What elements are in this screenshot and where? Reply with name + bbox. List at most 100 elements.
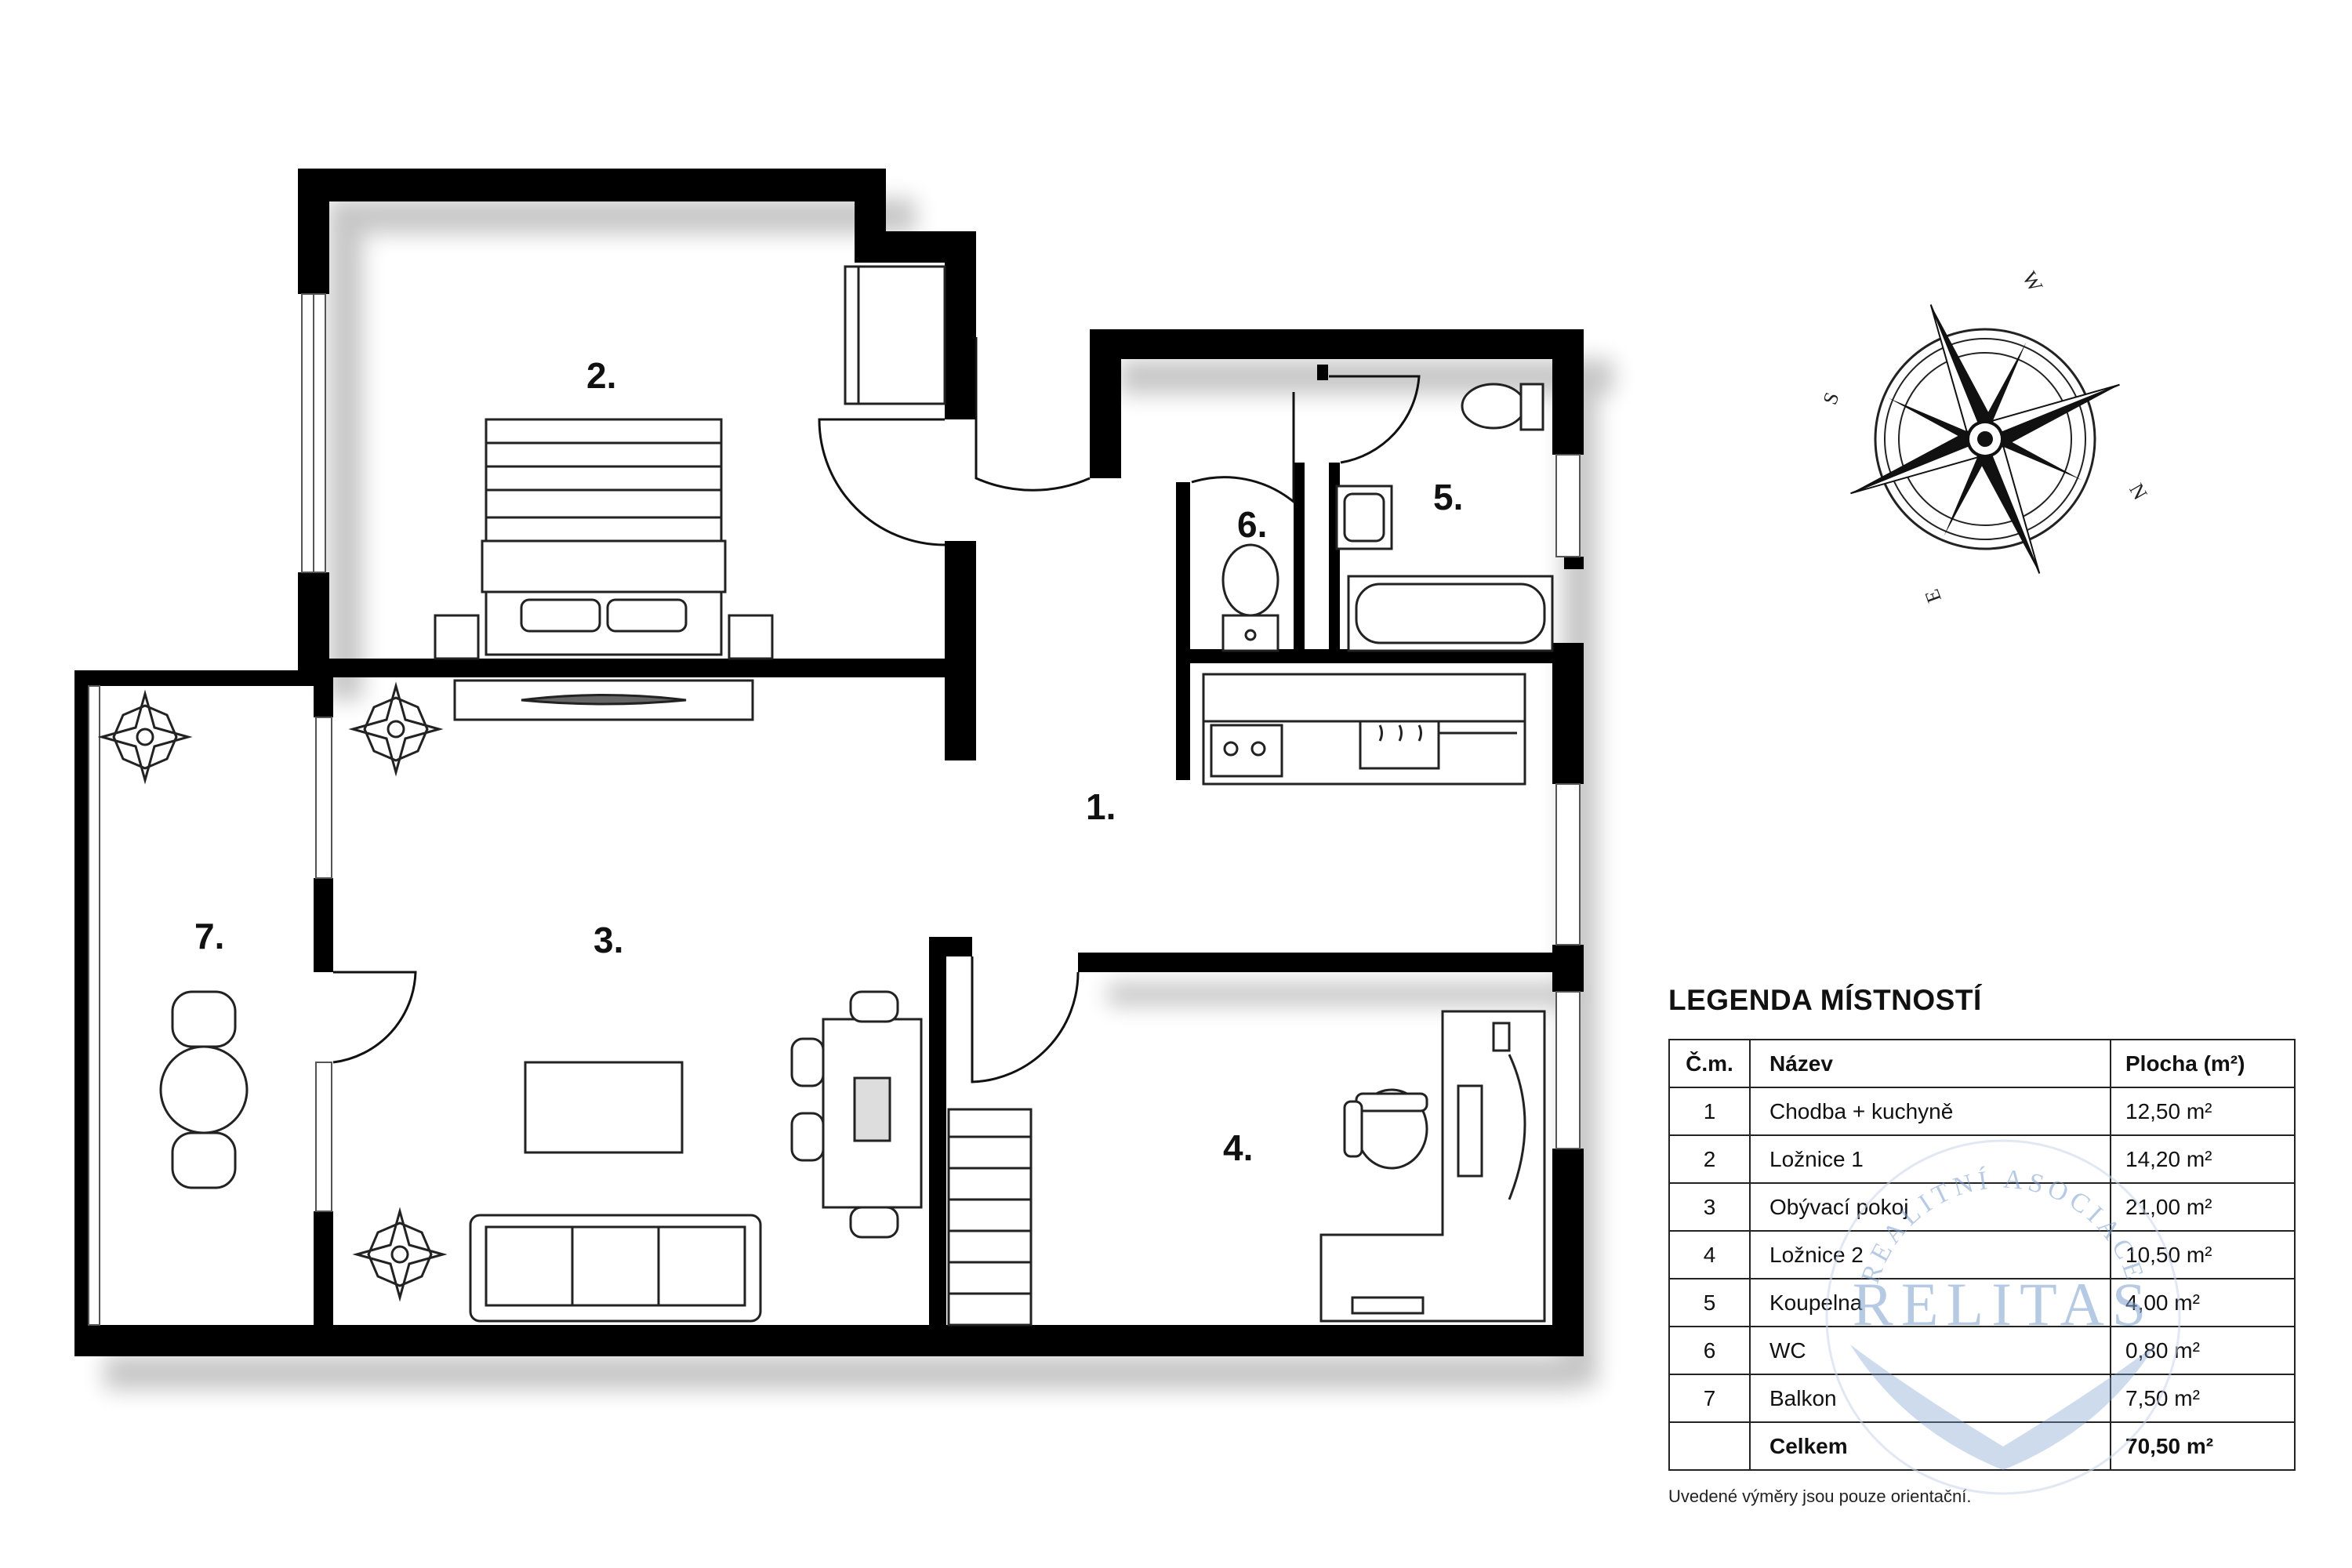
compass-letter-n: N bbox=[2125, 480, 2152, 504]
wall bbox=[1552, 1149, 1584, 1348]
row-area: 10,50 m² bbox=[2110, 1230, 2296, 1279]
nightstand bbox=[728, 614, 774, 660]
window bbox=[315, 717, 332, 879]
wall bbox=[945, 541, 976, 760]
wall bbox=[1190, 649, 1552, 663]
row-name: Chodba + kuchyně bbox=[1749, 1087, 2111, 1136]
wall bbox=[929, 937, 946, 1333]
wall bbox=[1564, 557, 1584, 569]
wall bbox=[945, 231, 976, 419]
header-name: Název bbox=[1749, 1039, 2111, 1088]
room-legend: LEGENDA MÍSTNOSTÍ Č.m. Název Plocha (m²)… bbox=[1668, 984, 2296, 1507]
window bbox=[1555, 783, 1581, 946]
tv-unit bbox=[453, 679, 754, 721]
window bbox=[88, 685, 100, 1326]
row-name: Ložnice 1 bbox=[1749, 1134, 2111, 1184]
wall bbox=[298, 169, 886, 201]
row-num: 4 bbox=[1668, 1230, 1751, 1279]
watermark-brand: RELITAS bbox=[1853, 1270, 2154, 1338]
door-bedroom2 bbox=[971, 956, 1080, 1083]
kitchen-counter bbox=[1202, 673, 1526, 786]
room-label-2: 2. bbox=[586, 355, 616, 396]
table-row: 7 Balkon 7,50 m² bbox=[1668, 1374, 2296, 1423]
room-label-6: 6. bbox=[1237, 504, 1267, 545]
wall bbox=[1090, 329, 1584, 359]
legend-title: LEGENDA MÍSTNOSTÍ bbox=[1668, 984, 1982, 1016]
legend-header-row: Č.m. Název Plocha (m²) bbox=[1668, 1039, 2296, 1088]
door-wc bbox=[1191, 392, 1295, 505]
windows bbox=[88, 293, 1581, 1326]
row-area: 0,80 m² bbox=[2110, 1326, 2296, 1375]
window bbox=[1555, 454, 1581, 557]
total-num bbox=[1668, 1421, 1751, 1471]
row-name: Ložnice 2 bbox=[1749, 1230, 2111, 1279]
watermark-arc-text: REALITNÍ ASOCIACE bbox=[1856, 1164, 2146, 1287]
plant bbox=[348, 681, 444, 777]
balcony-furniture bbox=[159, 990, 249, 1189]
door-bedroom1 bbox=[818, 418, 946, 546]
room-label-3: 3. bbox=[593, 920, 623, 960]
table-row: 1 Chodba + kuchyně 12,50 m² bbox=[1668, 1087, 2296, 1136]
compass-letter-w: W bbox=[2018, 267, 2048, 296]
table-row: 6 WC 0,80 m² bbox=[1668, 1326, 2296, 1375]
washbasin bbox=[1335, 485, 1393, 550]
row-num: 3 bbox=[1668, 1182, 1751, 1232]
bed-double bbox=[481, 418, 727, 656]
wall bbox=[74, 670, 89, 1356]
legend-table: Č.m. Název Plocha (m²) 1 Chodba + kuchyn… bbox=[1668, 1039, 2296, 1471]
room-labels: 1. 2. 3. 4. 5. 6. 7. bbox=[194, 355, 1463, 1168]
wall bbox=[1552, 643, 1584, 784]
compass-letter-e: E bbox=[1920, 586, 1946, 606]
svg-text:REALITNÍ ASOCIACE: REALITNÍ ASOCIACE bbox=[1856, 1164, 2151, 1287]
row-name: Balkon bbox=[1749, 1374, 2111, 1423]
row-num: 5 bbox=[1668, 1278, 1751, 1327]
wing-icon bbox=[1850, 1345, 2156, 1470]
wall bbox=[74, 1325, 1584, 1356]
toilet-wc bbox=[1221, 543, 1279, 652]
compass-letter-s: S bbox=[1818, 389, 1843, 408]
door-balcony bbox=[332, 971, 417, 1064]
plants bbox=[97, 681, 448, 1302]
row-area: 7,50 m² bbox=[2110, 1374, 2296, 1423]
wall bbox=[314, 878, 333, 972]
wall bbox=[298, 572, 329, 674]
wall bbox=[314, 670, 333, 717]
wall bbox=[1552, 329, 1584, 455]
plant bbox=[97, 689, 193, 785]
row-area: 4,00 m² bbox=[2110, 1278, 2296, 1327]
wardrobe bbox=[844, 265, 946, 405]
wall bbox=[1294, 463, 1305, 659]
door-hallway bbox=[975, 337, 1091, 492]
header-num: Č.m. bbox=[1668, 1039, 1751, 1088]
row-num: 2 bbox=[1668, 1134, 1751, 1184]
room-label-5: 5. bbox=[1433, 477, 1463, 517]
window bbox=[315, 1062, 332, 1212]
row-name: Obývací pokoj bbox=[1749, 1182, 2111, 1232]
row-name: Koupelna bbox=[1749, 1278, 2111, 1327]
window bbox=[1555, 991, 1581, 1149]
wall bbox=[329, 659, 976, 677]
header-area: Plocha (m²) bbox=[2110, 1039, 2296, 1088]
row-num: 6 bbox=[1668, 1326, 1751, 1375]
shelf-ladder bbox=[947, 1108, 1033, 1327]
corner-desk bbox=[1319, 1010, 1546, 1323]
room-label-4: 4. bbox=[1223, 1127, 1253, 1168]
row-num: 7 bbox=[1668, 1374, 1751, 1423]
sofa bbox=[469, 1214, 762, 1323]
toilet-bathroom bbox=[1461, 383, 1544, 431]
row-area: 14,20 m² bbox=[2110, 1134, 2296, 1184]
wall bbox=[1078, 953, 1584, 972]
bathtub bbox=[1347, 575, 1554, 652]
room-label-1: 1. bbox=[1086, 786, 1116, 827]
table-row: 4 Ložnice 2 10,50 m² bbox=[1668, 1230, 2296, 1279]
door-bathroom bbox=[1329, 375, 1421, 464]
total-name: Celkem bbox=[1749, 1421, 2111, 1471]
room-label-7: 7. bbox=[194, 916, 224, 956]
total-area: 70,50 m² bbox=[2110, 1421, 2296, 1471]
row-num: 1 bbox=[1668, 1087, 1751, 1136]
wall bbox=[1176, 482, 1190, 780]
wall bbox=[314, 1211, 333, 1333]
table-row: 5 Koupelna 4,00 m² bbox=[1668, 1278, 2296, 1327]
walls bbox=[74, 169, 1584, 1356]
